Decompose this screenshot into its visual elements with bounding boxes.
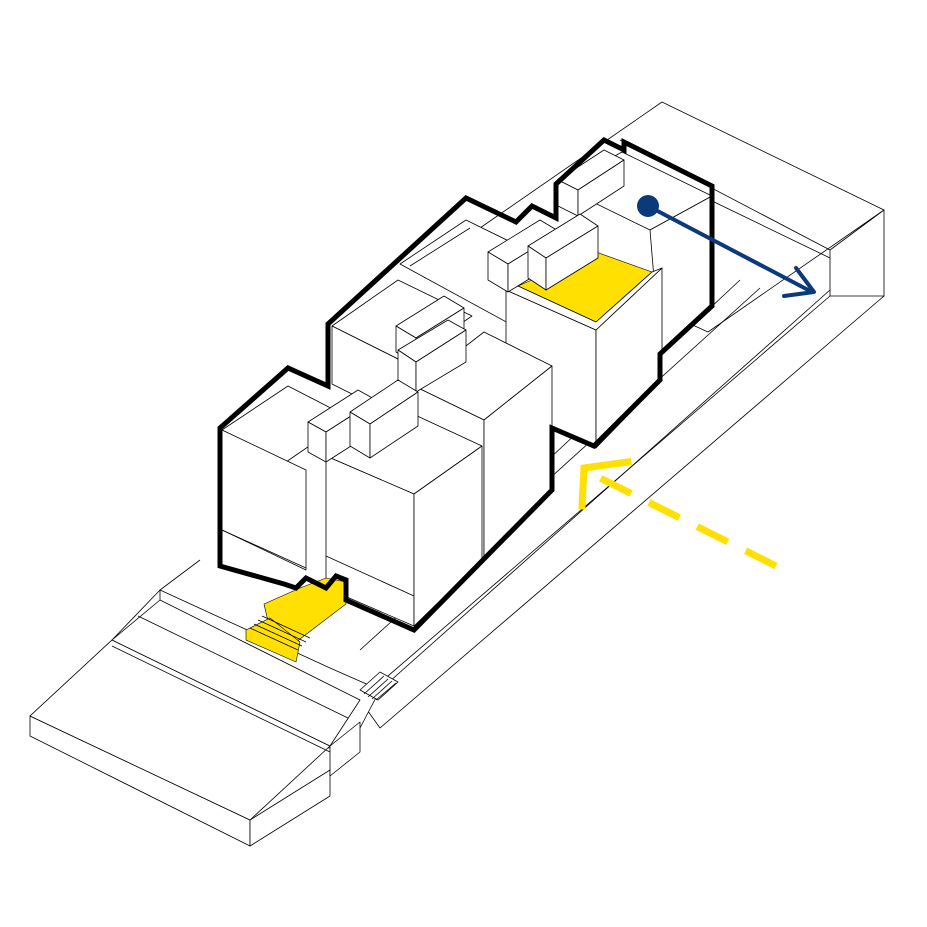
mid-rear-roof-inner	[409, 227, 471, 267]
approach-arrow-shaft	[582, 466, 778, 570]
ground-band-edge-1	[379, 289, 831, 691]
front-box-b-side	[369, 391, 419, 459]
approach-arrow	[578, 458, 778, 570]
view-arrow	[637, 195, 816, 298]
side-stair	[359, 671, 399, 701]
central-box-side	[415, 329, 467, 393]
front-road-line	[111, 645, 331, 753]
rear-terrace-edge-2	[709, 199, 831, 259]
rear-upper-box-side	[577, 159, 625, 217]
front-center-base	[325, 555, 415, 597]
front-step-line	[137, 615, 349, 719]
view-arrow-head	[782, 266, 816, 298]
building-outline	[217, 136, 715, 633]
terrace-box-b-side	[545, 225, 599, 291]
entry-stair-steps	[245, 617, 301, 663]
stair-tread-1	[249, 627, 299, 651]
stair-tread-2	[253, 623, 303, 647]
side-walk	[159, 559, 201, 591]
view-arrow-shaft	[646, 204, 814, 294]
front-step	[111, 599, 361, 747]
stair-tread-4	[261, 615, 311, 639]
ground-band	[359, 295, 885, 729]
approach-arrow-head	[578, 458, 632, 510]
stair-tread-3	[257, 619, 307, 643]
front-step-riser	[329, 721, 361, 777]
front-left-base-line	[221, 529, 307, 569]
building-masses	[221, 149, 713, 627]
front-plinth-slab-side	[249, 769, 331, 847]
